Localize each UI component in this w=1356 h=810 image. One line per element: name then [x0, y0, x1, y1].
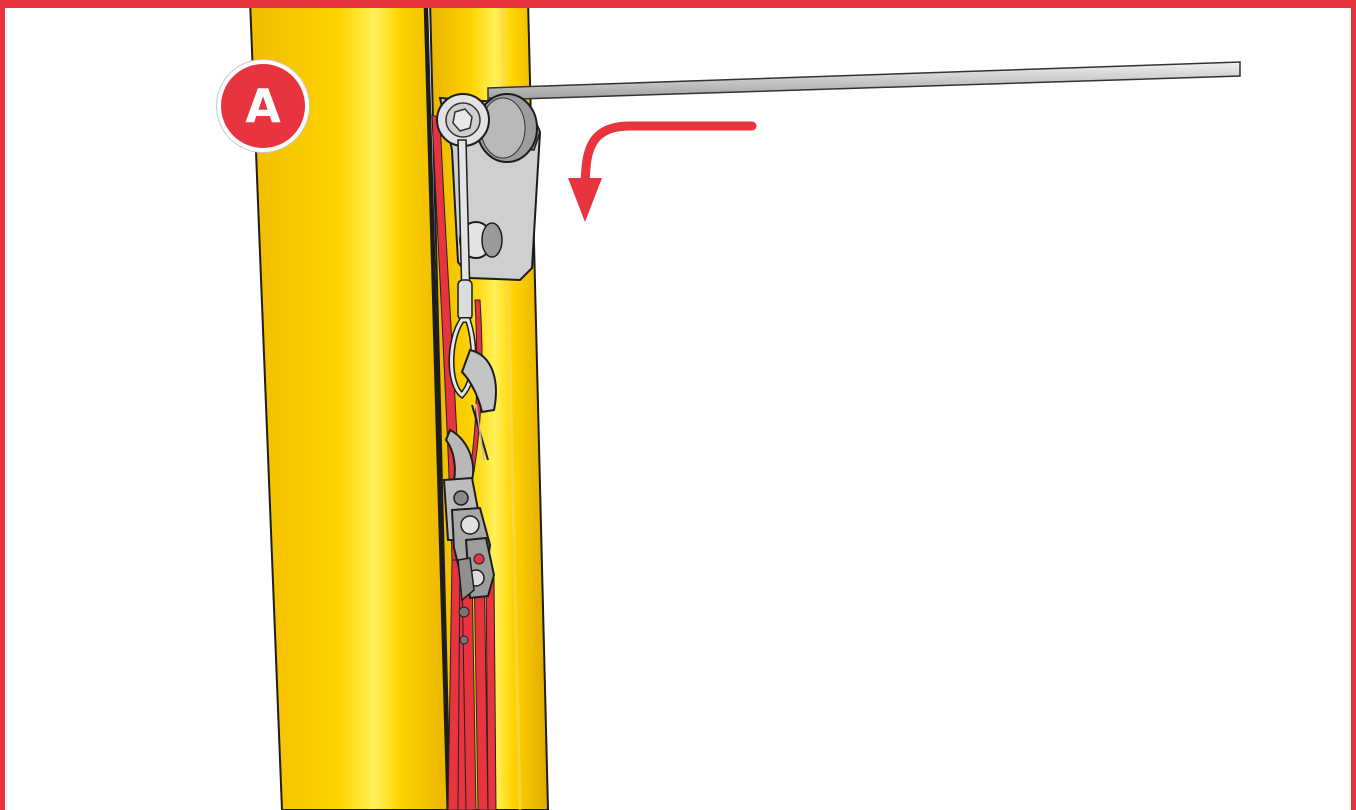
curved-arrow-down-left-icon	[568, 126, 752, 222]
step-label: A	[245, 83, 281, 129]
steel-wire	[488, 62, 1240, 100]
step-badge: A	[217, 60, 309, 152]
